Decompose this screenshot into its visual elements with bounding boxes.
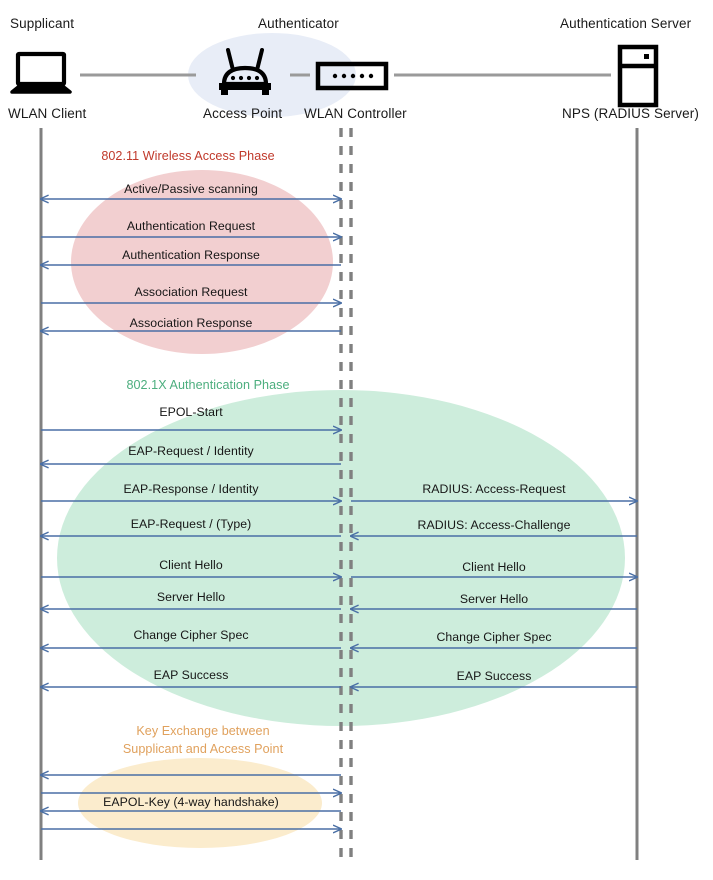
message-label-association-request-left: Association Request xyxy=(134,285,248,299)
phase-title-dot1x-auth: 802.1X Authentication Phase xyxy=(103,376,313,394)
role-label-authenticator: Authenticator xyxy=(258,16,339,31)
device-label-wlan-client: WLAN Client xyxy=(8,106,87,121)
message-label-association-response-left: Association Response xyxy=(129,316,253,330)
device-label-wlan-controller: WLAN Controller xyxy=(304,106,407,121)
laptop-icon xyxy=(10,51,72,94)
server-icon xyxy=(617,44,659,108)
message-label-eapol-key-4-way-handshake-left: EAPOL-Key (4-way handshake) xyxy=(103,795,279,809)
message-label-eap-request-identity-left: EAP-Request / Identity xyxy=(128,444,254,458)
role-label-supplicant: Supplicant xyxy=(10,16,75,31)
role-label-authentication-server: Authentication Server xyxy=(560,16,692,31)
message-label-authentication-request-left: Authentication Request xyxy=(126,219,256,233)
message-label-radius-access-request-right: RADIUS: Access-Request xyxy=(422,482,566,496)
device-label-nps-radius-server: NPS (RADIUS Server) xyxy=(562,106,699,121)
phase-ellipse-wireless-access xyxy=(71,170,333,354)
device-label-access-point: Access Point xyxy=(203,106,283,121)
message-label-server-hello-left: Server Hello xyxy=(156,590,226,604)
message-label-client-hello-left: Client Hello xyxy=(159,558,223,572)
lifeline-group xyxy=(39,128,639,860)
phase-title-line: Key Exchange between xyxy=(136,724,270,738)
message-label-change-cipher-spec-left: Change Cipher Spec xyxy=(133,628,249,642)
message-label-active-passive-scanning-left: Active/Passive scanning xyxy=(124,182,258,196)
wlan-controller-icon xyxy=(315,61,389,91)
message-label-change-cipher-spec-right: Change Cipher Spec xyxy=(436,630,552,644)
phase-ellipse-key-exchange xyxy=(78,758,322,848)
access-point-icon xyxy=(219,48,271,95)
phase-ellipse-group xyxy=(57,170,625,848)
authenticator-highlight-ellipse xyxy=(188,33,356,117)
phase-title-line: 802.11 Wireless Access Phase xyxy=(101,149,275,163)
phase-ellipse-dot1x-auth xyxy=(57,390,625,726)
message-label-eap-success-right: EAP Success xyxy=(456,669,532,683)
message-label-eap-success-left: EAP Success xyxy=(153,668,229,682)
message-arrow-group xyxy=(41,199,637,829)
message-label-epol-start-left: EPOL-Start xyxy=(159,405,223,419)
phase-title-line: Supplicant and Access Point xyxy=(122,742,284,756)
phase-title-wireless-access: 802.11 Wireless Access Phase xyxy=(83,147,293,165)
message-label-eap-response-identity-left: EAP-Response / Identity xyxy=(123,482,259,496)
message-label-client-hello-right: Client Hello xyxy=(462,560,526,574)
message-label-radius-access-challenge-right: RADIUS: Access-Challenge xyxy=(417,518,571,532)
phase-title-line: 802.1X Authentication Phase xyxy=(126,378,290,392)
message-label-eap-request-type-left: EAP-Request / (Type) xyxy=(130,517,252,531)
message-label-authentication-response-left: Authentication Response xyxy=(122,248,260,262)
message-label-server-hello-right: Server Hello xyxy=(459,592,529,606)
